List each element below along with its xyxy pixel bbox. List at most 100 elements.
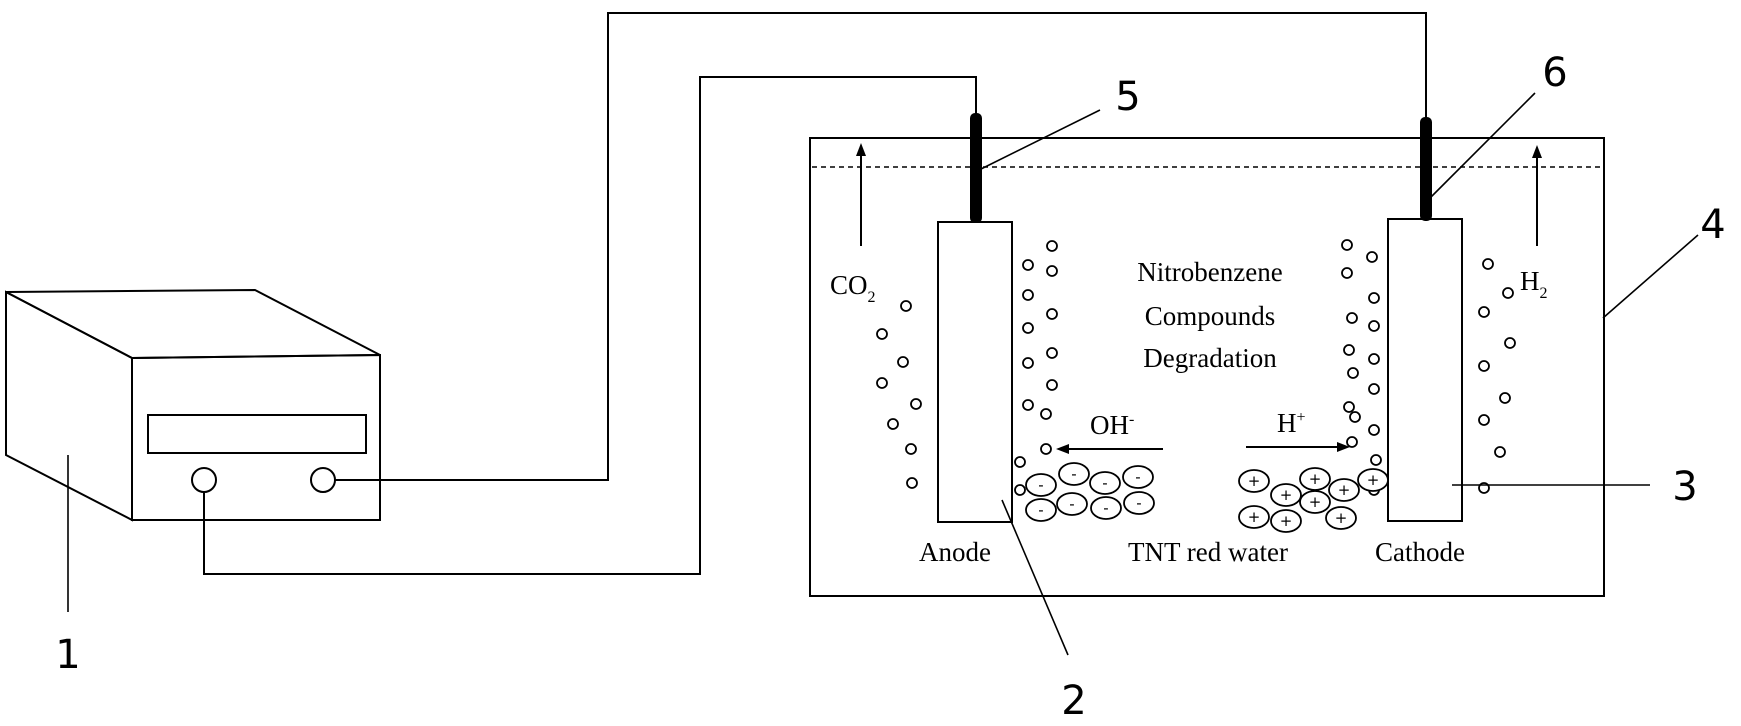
wires bbox=[203, 12, 1427, 575]
gas-bubble bbox=[1482, 258, 1494, 270]
process-label-line2: Compounds bbox=[1145, 301, 1276, 331]
leader-4 bbox=[1602, 234, 1699, 319]
hydrogen-ion: + bbox=[1325, 506, 1357, 530]
gas-bubble bbox=[897, 356, 909, 368]
gas-bubble bbox=[1022, 289, 1034, 301]
hydrogen-ion: + bbox=[1238, 469, 1270, 493]
hydroxide-ion: - bbox=[1122, 465, 1154, 489]
power-supply-side bbox=[5, 290, 133, 522]
h-ion-label: H+ bbox=[1277, 408, 1306, 438]
svg-text:-: - bbox=[1135, 468, 1140, 486]
callout-4: 4 bbox=[1700, 202, 1725, 248]
gas-bubble bbox=[1368, 383, 1380, 395]
hydrogen-ion: + bbox=[1357, 468, 1389, 492]
gas-bubble bbox=[1478, 360, 1490, 372]
gas-bubble bbox=[1341, 239, 1353, 251]
leader-2 bbox=[1001, 499, 1069, 656]
svg-text:-: - bbox=[1038, 476, 1043, 494]
leader-5 bbox=[978, 109, 1101, 171]
power-supply-front bbox=[131, 353, 381, 521]
gas-bubble bbox=[1046, 308, 1058, 320]
callout-1: 1 bbox=[55, 632, 80, 678]
gas-bubble bbox=[1040, 408, 1052, 420]
callout-3: 3 bbox=[1672, 464, 1697, 510]
tank bbox=[809, 137, 1605, 597]
gas-arrows bbox=[856, 143, 1542, 246]
gas-bubble bbox=[905, 443, 917, 455]
gas-bubble bbox=[1368, 320, 1380, 332]
gas-bubble bbox=[1366, 251, 1378, 263]
gas-bubble bbox=[1022, 399, 1034, 411]
anode-rod bbox=[970, 113, 982, 223]
hydroxide-ion: - bbox=[1056, 492, 1088, 516]
leader-6 bbox=[1427, 92, 1536, 201]
ion-clusters: --------+++++++++ bbox=[1025, 462, 1389, 533]
callout-5: 5 bbox=[1115, 74, 1140, 120]
gas-bubble bbox=[1343, 344, 1355, 356]
gas-bubble bbox=[1478, 306, 1490, 318]
leader-lines bbox=[67, 92, 1699, 656]
process-label-line1: Nitrobenzene bbox=[1137, 257, 1282, 287]
svg-text:+: + bbox=[1280, 512, 1293, 530]
hydroxide-ion: - bbox=[1090, 496, 1122, 520]
solution-label: TNT red water bbox=[1128, 537, 1288, 567]
power-supply-display bbox=[147, 414, 367, 454]
gas-bubble bbox=[1022, 357, 1034, 369]
gas-bubble bbox=[910, 398, 922, 410]
wire-cathode bbox=[335, 12, 1427, 481]
gas-bubble bbox=[1494, 446, 1506, 458]
gas-bubble bbox=[1478, 414, 1490, 426]
gas-bubble bbox=[1040, 443, 1052, 455]
hydrogen-ion: + bbox=[1270, 509, 1302, 533]
gas-bubble bbox=[1349, 411, 1361, 423]
svg-text:+: + bbox=[1280, 486, 1293, 504]
gas-bubble bbox=[1046, 265, 1058, 277]
gas-bubble bbox=[1341, 267, 1353, 279]
hydroxide-ion: - bbox=[1058, 462, 1090, 486]
power-supply-top bbox=[5, 288, 381, 360]
terminal-right bbox=[310, 467, 336, 493]
hydrogen-ion: + bbox=[1299, 467, 1331, 491]
gas-bubble bbox=[1046, 240, 1058, 252]
wire-anode bbox=[203, 76, 977, 575]
gas-bubble bbox=[1502, 287, 1514, 299]
hydroxide-ion: - bbox=[1089, 471, 1121, 495]
hydrogen-ion: + bbox=[1270, 483, 1302, 507]
cathode-rod bbox=[1420, 117, 1432, 221]
gas-bubble bbox=[1014, 456, 1026, 468]
svg-text:+: + bbox=[1367, 471, 1380, 489]
h2-label: H2 bbox=[1520, 266, 1548, 302]
anode-plate bbox=[937, 221, 1013, 523]
svg-text:-: - bbox=[1038, 501, 1043, 519]
gas-bubble bbox=[1022, 259, 1034, 271]
svg-text:-: - bbox=[1136, 494, 1141, 512]
svg-text:+: + bbox=[1309, 493, 1322, 511]
gas-bubble bbox=[876, 328, 888, 340]
h-arrow-head bbox=[1337, 442, 1350, 452]
svg-text:-: - bbox=[1071, 465, 1076, 483]
anode-label: Anode bbox=[919, 537, 991, 567]
power-supply bbox=[5, 288, 381, 522]
hydrogen-ion: + bbox=[1328, 478, 1360, 502]
hydrogen-ion: + bbox=[1238, 505, 1270, 529]
hydrogen-ion: + bbox=[1299, 490, 1331, 514]
gas-bubble bbox=[1046, 347, 1058, 359]
gas-bubble bbox=[906, 477, 918, 489]
gas-bubble bbox=[1368, 292, 1380, 304]
process-label-line3: Degradation bbox=[1143, 343, 1277, 373]
svg-text:-: - bbox=[1069, 495, 1074, 513]
svg-text:+: + bbox=[1338, 481, 1351, 499]
svg-text:+: + bbox=[1335, 509, 1348, 527]
hydroxide-ion: - bbox=[1025, 498, 1057, 522]
callout-2: 2 bbox=[1061, 678, 1086, 724]
gas-bubble bbox=[1046, 379, 1058, 391]
co2-arrow-head bbox=[856, 143, 866, 156]
gas-bubble bbox=[1370, 454, 1382, 466]
svg-text:+: + bbox=[1309, 470, 1322, 488]
callout-6: 6 bbox=[1542, 50, 1567, 96]
svg-text:+: + bbox=[1248, 472, 1261, 490]
svg-text:+: + bbox=[1248, 508, 1261, 526]
gas-bubble bbox=[1346, 312, 1358, 324]
svg-text:-: - bbox=[1102, 474, 1107, 492]
